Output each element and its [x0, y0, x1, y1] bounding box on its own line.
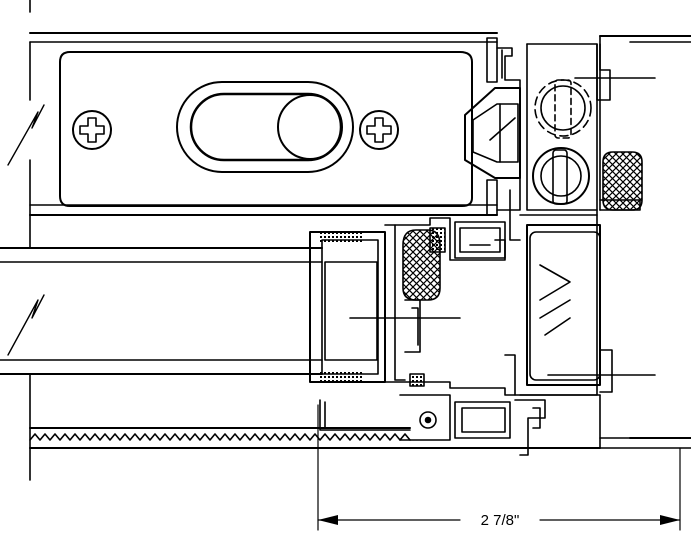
jamb-profile — [487, 38, 520, 240]
dimension-line — [318, 405, 680, 530]
weatherseal-left — [403, 230, 440, 300]
screw-head-icon — [360, 111, 398, 149]
keeper-wedge — [465, 88, 520, 178]
screw-head-icon — [73, 111, 111, 149]
roller — [533, 148, 589, 204]
dimension-arrow-icon — [318, 515, 338, 525]
weatherseal-right — [603, 152, 642, 210]
break-line-icon — [8, 295, 44, 355]
lock-plate — [60, 52, 472, 206]
break-line-icon — [8, 105, 44, 165]
track-interlock — [505, 215, 655, 395]
top-frame — [30, 0, 497, 215]
right-frame — [527, 36, 691, 215]
dimension-arrow-icon — [660, 515, 680, 525]
roller-pin — [535, 78, 655, 138]
dimension-label: 2 7/8" — [481, 512, 520, 529]
bottom-rail — [385, 374, 600, 455]
latch-slot — [177, 82, 353, 172]
glass-pane — [0, 215, 322, 374]
bottom-frame — [30, 374, 691, 480]
